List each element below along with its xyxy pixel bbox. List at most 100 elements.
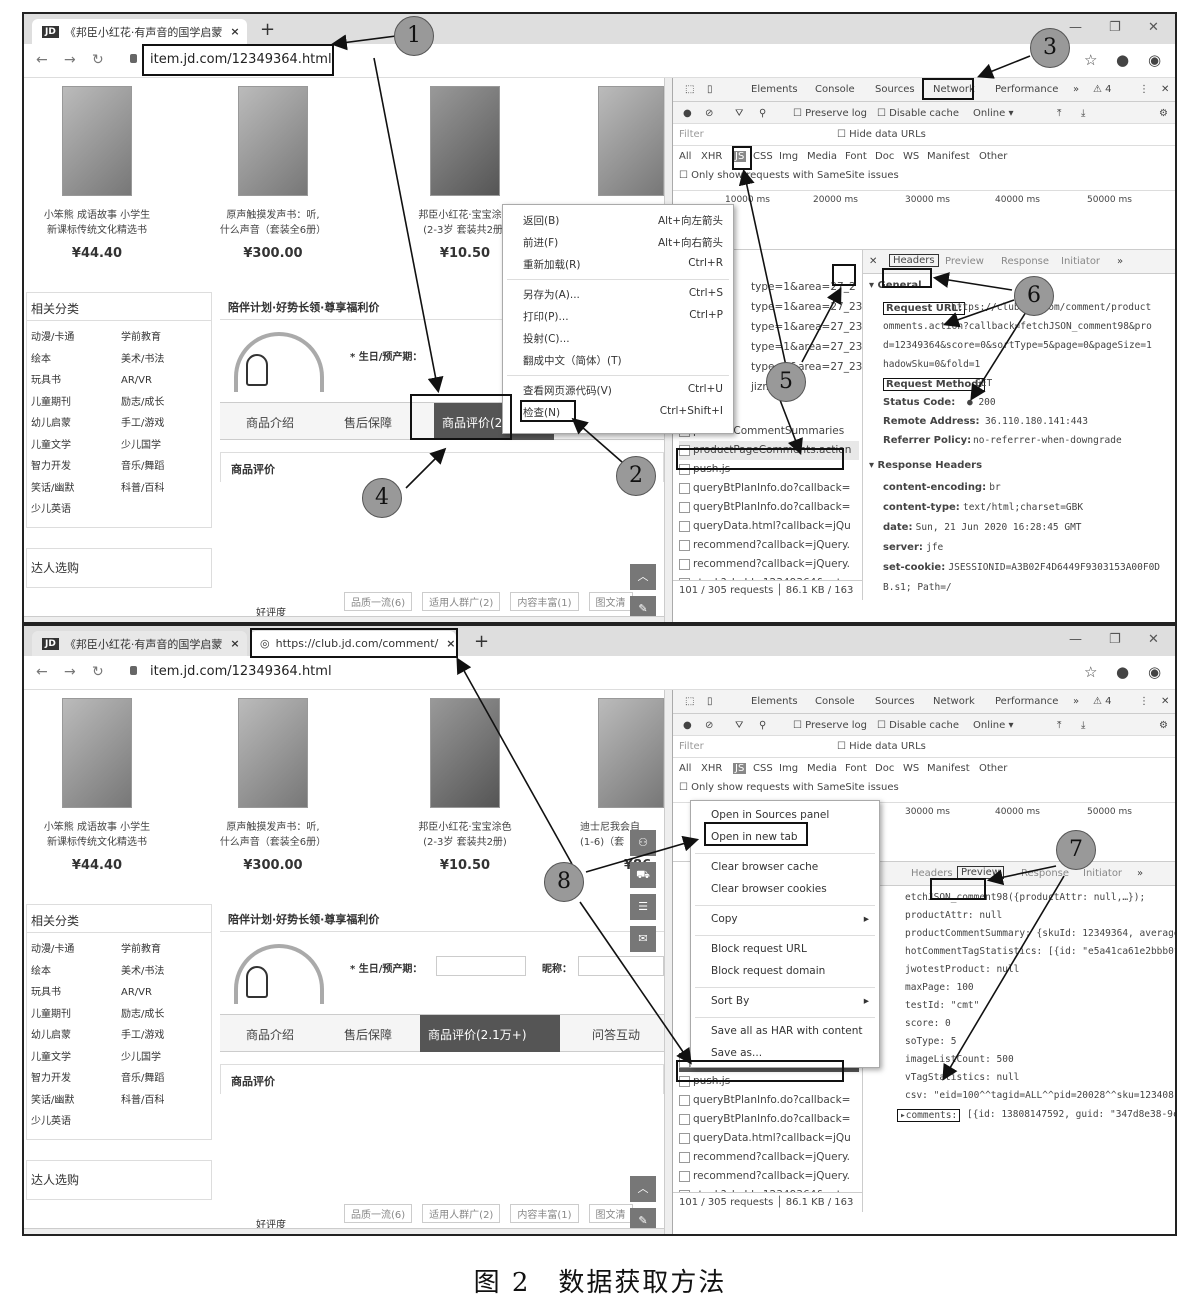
request-row[interactable]: recommend?callback=jQuery. bbox=[679, 1167, 859, 1186]
scroll-top-button[interactable]: ︿ bbox=[630, 1176, 656, 1202]
request-row[interactable]: push.js bbox=[679, 1072, 859, 1091]
import-icon[interactable]: ⤒ bbox=[1057, 720, 1062, 731]
browser-tab-product[interactable]: JD 《邦臣小红花·有声音的国学启蒙 × bbox=[32, 631, 247, 656]
restore-icon[interactable]: ❐ bbox=[1109, 20, 1121, 35]
review-tag[interactable]: 品质一流(6) bbox=[344, 592, 413, 611]
book-cover-4[interactable] bbox=[598, 86, 664, 196]
warning-badge[interactable]: ⚠ 4 bbox=[1093, 84, 1112, 95]
tab-close-icon[interactable]: × bbox=[230, 25, 240, 38]
category-link[interactable]: 学前教育 bbox=[121, 944, 161, 955]
book-cover-1[interactable] bbox=[62, 86, 132, 196]
reload-icon[interactable]: ↻ bbox=[92, 52, 104, 68]
back-icon[interactable]: ← bbox=[36, 52, 48, 68]
kebab-icon[interactable]: ⋮ bbox=[1139, 696, 1149, 707]
preview-line[interactable]: productCommentSummary: {skuId: 12349364,… bbox=[905, 928, 1177, 939]
close-devtools-icon[interactable]: ✕ bbox=[1161, 696, 1170, 707]
preserve-log-checkbox[interactable]: ☐ Preserve log bbox=[793, 720, 868, 731]
new-tab-button[interactable]: + bbox=[474, 631, 490, 652]
response-headers-section[interactable]: ▾ Response Headers bbox=[869, 460, 983, 471]
review-tag[interactable]: 适用人群广(2) bbox=[422, 1204, 501, 1223]
profile-icon[interactable]: ● bbox=[1116, 663, 1130, 681]
category-link[interactable]: AR/VR bbox=[121, 987, 152, 998]
ctx-inspect[interactable]: 检查(N) bbox=[523, 407, 561, 419]
throttle-select[interactable]: Online ▾ bbox=[973, 108, 1014, 119]
ctx-copy[interactable]: Copy bbox=[711, 913, 738, 925]
category-link[interactable]: AR/VR bbox=[121, 375, 152, 386]
tab-initiator[interactable]: Initiator bbox=[1061, 256, 1101, 267]
tab-sources[interactable]: Sources bbox=[875, 696, 915, 707]
type-js[interactable]: JS bbox=[733, 151, 747, 162]
category-link[interactable]: 动漫/卡通 bbox=[31, 332, 75, 343]
category-link[interactable]: 玩具书 bbox=[31, 375, 61, 386]
tab-aftersale[interactable]: 售后保障 bbox=[344, 416, 393, 430]
type-other[interactable]: Other bbox=[979, 151, 1008, 162]
book-cover-3[interactable] bbox=[430, 86, 500, 196]
book-name-1[interactable]: 小笨熊 成语故事 小学生新课标传统文化精选书 bbox=[43, 210, 151, 236]
request-row[interactable]: recommend?callback=jQuery. bbox=[679, 555, 859, 574]
hide-data-urls-checkbox[interactable]: ☐ Hide data URLs bbox=[837, 129, 926, 140]
export-icon[interactable]: ⤓ bbox=[1081, 108, 1086, 119]
request-row[interactable]: queryBtPlanInfo.do?callback= bbox=[679, 498, 859, 517]
record-icon[interactable]: ● bbox=[683, 720, 692, 731]
tab-close-icon[interactable]: × bbox=[230, 637, 240, 650]
request-row[interactable]: queryBtPlanInfo.do?callback= bbox=[679, 1091, 859, 1110]
category-link[interactable]: 美术/书法 bbox=[121, 965, 165, 977]
samesite-checkbox[interactable]: ☐ Only show requests with SameSite issue… bbox=[679, 170, 899, 181]
filter-input[interactable]: Filter bbox=[679, 741, 704, 752]
import-icon[interactable]: ⤒ bbox=[1057, 108, 1062, 119]
request-row[interactable]: queryBtPlanInfo.do?callback= bbox=[679, 479, 859, 498]
disable-cache-checkbox[interactable]: ☐ Disable cache bbox=[877, 720, 960, 731]
ctx-open-in-sources[interactable]: Open in Sources panel bbox=[711, 809, 830, 821]
close-devtools-icon[interactable]: ✕ bbox=[1161, 84, 1170, 95]
book-name-2[interactable]: 原声触摸发声书：听,什么声音（套装全6册） bbox=[219, 822, 327, 848]
tab-intro[interactable]: 商品介绍 bbox=[246, 1028, 295, 1042]
address-input[interactable]: item.jd.com/12349364.html bbox=[150, 664, 332, 679]
tab-aftersale[interactable]: 售后保障 bbox=[344, 1028, 393, 1042]
type-css[interactable]: CSS bbox=[753, 763, 773, 774]
kebab-icon[interactable]: ⋮ bbox=[1139, 84, 1149, 95]
category-link[interactable]: 科普/百科 bbox=[121, 1094, 165, 1106]
category-link[interactable]: 励志/成长 bbox=[121, 396, 165, 408]
tab-response[interactable]: Response bbox=[1021, 868, 1070, 879]
category-link[interactable]: 音乐/舞蹈 bbox=[121, 1073, 165, 1084]
category-link[interactable]: 儿童文学 bbox=[31, 439, 71, 451]
type-media[interactable]: Media bbox=[807, 151, 838, 162]
ctx-clear-cache[interactable]: Clear browser cache bbox=[711, 861, 819, 873]
menu-icon[interactable]: ◉ bbox=[1148, 51, 1162, 69]
request-row[interactable]: push.js bbox=[679, 460, 859, 479]
list-icon[interactable]: ☰ bbox=[630, 894, 656, 920]
review-tag[interactable]: 品质一流(6) bbox=[344, 1204, 413, 1223]
ctx-sort-by[interactable]: Sort By bbox=[711, 995, 750, 1007]
browser-tab-comment[interactable]: ◎ https://club.jd.com/comment/ × bbox=[250, 631, 456, 656]
book-name-3[interactable]: 邦臣小红花·宝宝涂色(2-3岁 套装共2册) bbox=[418, 210, 512, 236]
profile-icon[interactable]: ● bbox=[1116, 51, 1130, 69]
new-tab-button[interactable]: + bbox=[260, 19, 276, 40]
type-xhr[interactable]: XHR bbox=[701, 763, 723, 774]
menu-icon[interactable]: ◉ bbox=[1148, 663, 1162, 681]
forward-icon[interactable]: → bbox=[64, 664, 76, 680]
category-link[interactable]: 绘本 bbox=[31, 353, 51, 365]
close-window-icon[interactable]: ✕ bbox=[1148, 20, 1159, 35]
comments-value[interactable]: [{id: 13808147592, guid: "347d8e38-9c5 bbox=[967, 1109, 1177, 1120]
clear-icon[interactable]: ⊘ bbox=[705, 720, 714, 731]
ctx-view-source[interactable]: 查看网页源代码(V) bbox=[523, 385, 612, 397]
tab-performance[interactable]: Performance bbox=[995, 84, 1059, 95]
category-link[interactable]: 笑话/幽默 bbox=[31, 482, 75, 494]
restore-icon[interactable]: ❐ bbox=[1109, 632, 1121, 647]
minimize-icon[interactable]: — bbox=[1069, 632, 1082, 647]
request-row[interactable]: recommend?callback=jQuery. bbox=[679, 1148, 859, 1167]
browser-tab-product[interactable]: JD 《邦臣小红花·有声音的国学启蒙 × bbox=[32, 19, 247, 44]
type-all[interactable]: All bbox=[679, 151, 692, 162]
tab-response[interactable]: Response bbox=[1001, 256, 1050, 267]
tab-preview[interactable]: Preview bbox=[957, 866, 1004, 879]
tab-headers[interactable]: Headers bbox=[889, 254, 939, 267]
book-cover-2[interactable] bbox=[238, 698, 308, 808]
type-manifest[interactable]: Manifest bbox=[927, 763, 970, 774]
type-all[interactable]: All bbox=[679, 763, 692, 774]
request-row-selected[interactable]: productPageComments.action bbox=[679, 441, 859, 460]
type-font[interactable]: Font bbox=[845, 763, 867, 774]
user-icon[interactable]: ⚇ bbox=[630, 830, 656, 856]
ctx-back[interactable]: 返回(B) bbox=[523, 215, 560, 227]
book-name-1[interactable]: 小笨熊 成语故事 小学生新课标传统文化精选书 bbox=[43, 822, 151, 848]
ctx-clear-cookies[interactable]: Clear browser cookies bbox=[711, 883, 827, 895]
